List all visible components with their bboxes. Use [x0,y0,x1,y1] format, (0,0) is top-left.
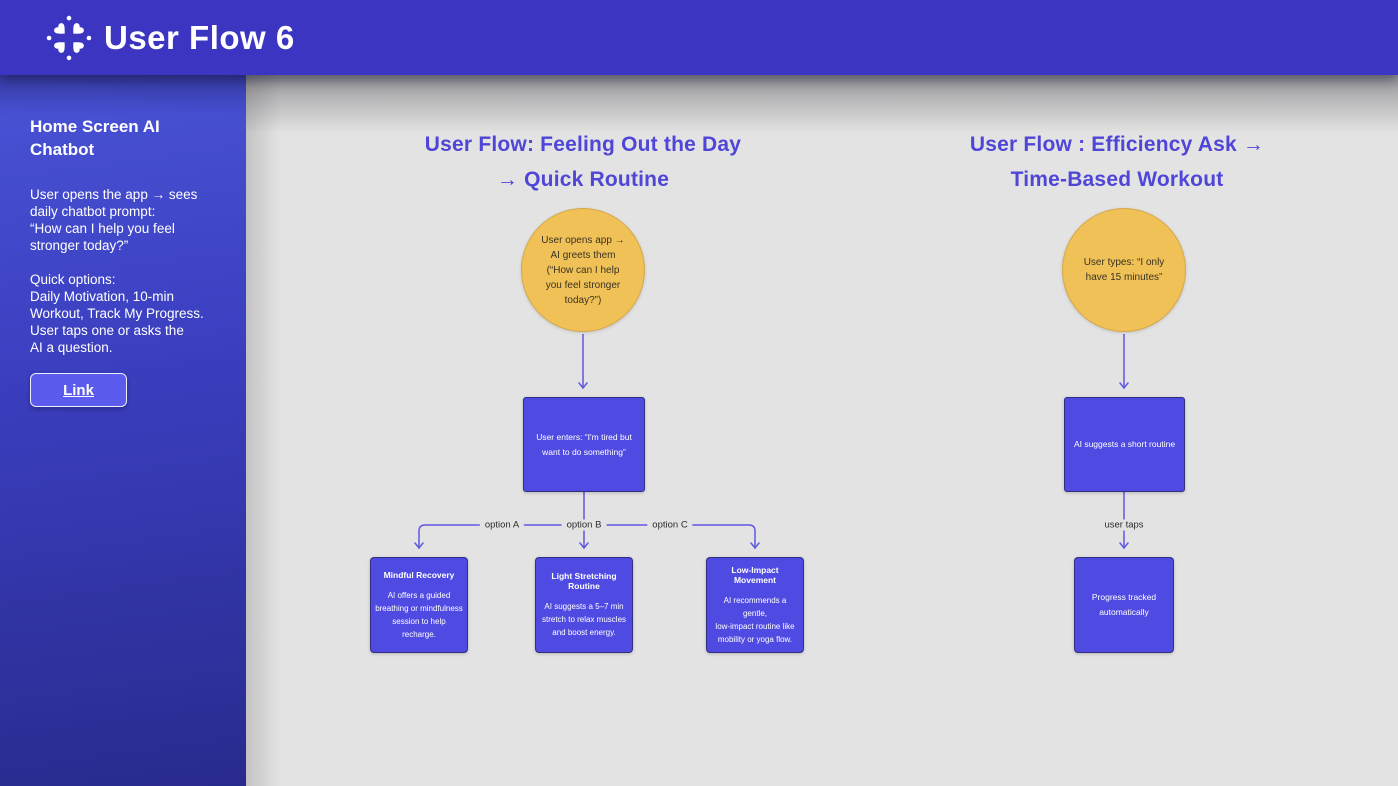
branch-label-option-c: option C [647,519,693,531]
app-header: User Flow 6 [0,0,1398,75]
flow-canvas: User Flow: Feeling Out the Day → Quick R… [246,75,1398,786]
option-c-title: Low-Impact Movement [731,564,779,585]
page-title: User Flow 6 [104,18,295,56]
option-b-title: Light Stretching Routine [551,571,617,591]
edge-label-user-taps: user taps [1099,519,1149,531]
flow2-start-node: User types: “I only have 15 minutes” [1062,208,1186,332]
flow1-option-b-box: Light Stretching Routine AI suggests a 5… [535,557,633,653]
option-c-body: AI recommends a gentle, low-impact routi… [715,595,795,644]
option-a-body: AI offers a guided breathing or mindfuln… [375,590,463,639]
sidebar-heading: Home Screen AI Chatbot [30,117,160,159]
app-logo-icon [46,15,92,60]
branch-label-option-a: option A [479,519,525,531]
sidebar-options-text: Quick options: Daily Motivation, 10-min … [30,272,204,355]
flow2-title: User Flow : Efficiency Ask → Time-Based … [969,133,1265,191]
flow1-title: User Flow: Feeling Out the Day → Quick R… [424,133,742,191]
flow1-option-a-box: Mindful Recovery AI offers a guided brea… [370,557,468,653]
option-a-title: Mindful Recovery [383,569,455,580]
link-button[interactable]: Link [30,373,127,407]
flow1-option-c-box: Low-Impact Movement AI recommends a gent… [706,557,804,653]
flow1-start-node: User opens app → AI greets them (“How ca… [521,208,645,332]
flow2-step-node: AI suggests a short routine [1064,397,1185,492]
flow2-end-node: Progress tracked automatically [1074,557,1174,653]
sidebar-description: User opens the app → sees daily chatbot … [30,187,198,253]
sidebar: Home Screen AI Chatbot User opens the ap… [0,75,246,786]
branch-label-option-b: option B [561,519,607,531]
option-b-body: AI suggests a 5–7 min stretch to relax m… [541,602,627,637]
flow1-step-node: User enters: “I'm tired but want to do s… [523,397,645,492]
